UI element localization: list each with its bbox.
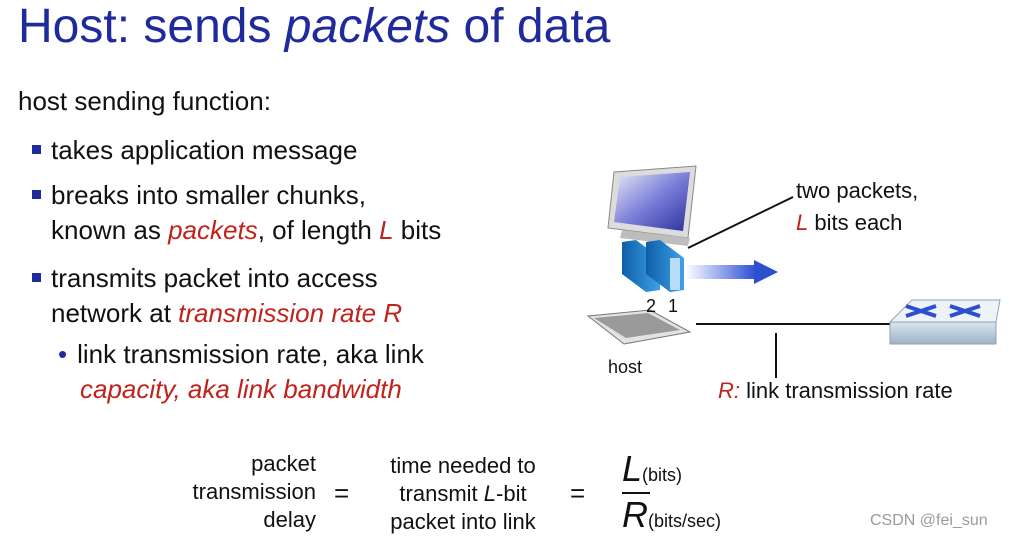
title-italic: packets [284,0,451,53]
send-arrow-icon [686,260,778,284]
host-label: host [608,357,643,377]
title-suffix: of data [450,0,611,53]
sub-bullet: •link transmission rate, aka link capaci… [58,339,424,404]
watermark: CSDN @fei_sun [870,512,988,529]
packet-number-1: 1 [668,296,679,316]
monitor-icon [607,165,697,246]
callout-line [687,196,794,249]
packet-number-2: 2 [646,296,657,316]
bullet-square-icon [32,145,41,154]
bullet-square-icon [32,273,41,282]
formula-middle: time needed to transmit L-bit packet int… [390,453,536,534]
switch-icon [888,299,1001,345]
bullet-dot-icon: • [58,339,68,369]
equals-2: = [570,478,586,508]
bits-each-label: L bits each [796,210,903,235]
equals-1: = [334,478,350,508]
fraction-bar [622,492,650,494]
page-title: Host: sends packets of data [18,0,610,56]
title-prefix: Host: sends [18,0,285,53]
fraction-numerator: L(bits) [622,448,683,489]
bullet-square-icon [32,190,41,199]
bullet-1: takes application message [32,133,357,168]
bullet-2: breaks into smaller chunks, known as pac… [32,178,441,248]
packets-icon [622,240,684,292]
bullet-3: transmits packet into access network at … [32,261,402,331]
two-packets-label: two packets, [796,178,919,203]
formula-left: packet transmission delay [192,451,316,532]
intro-text: host sending function: [18,86,271,116]
keyboard-icon [586,309,692,345]
link-rate-label: R: link transmission rate [718,378,953,403]
fraction-denominator: R(bits/sec) [622,494,722,535]
